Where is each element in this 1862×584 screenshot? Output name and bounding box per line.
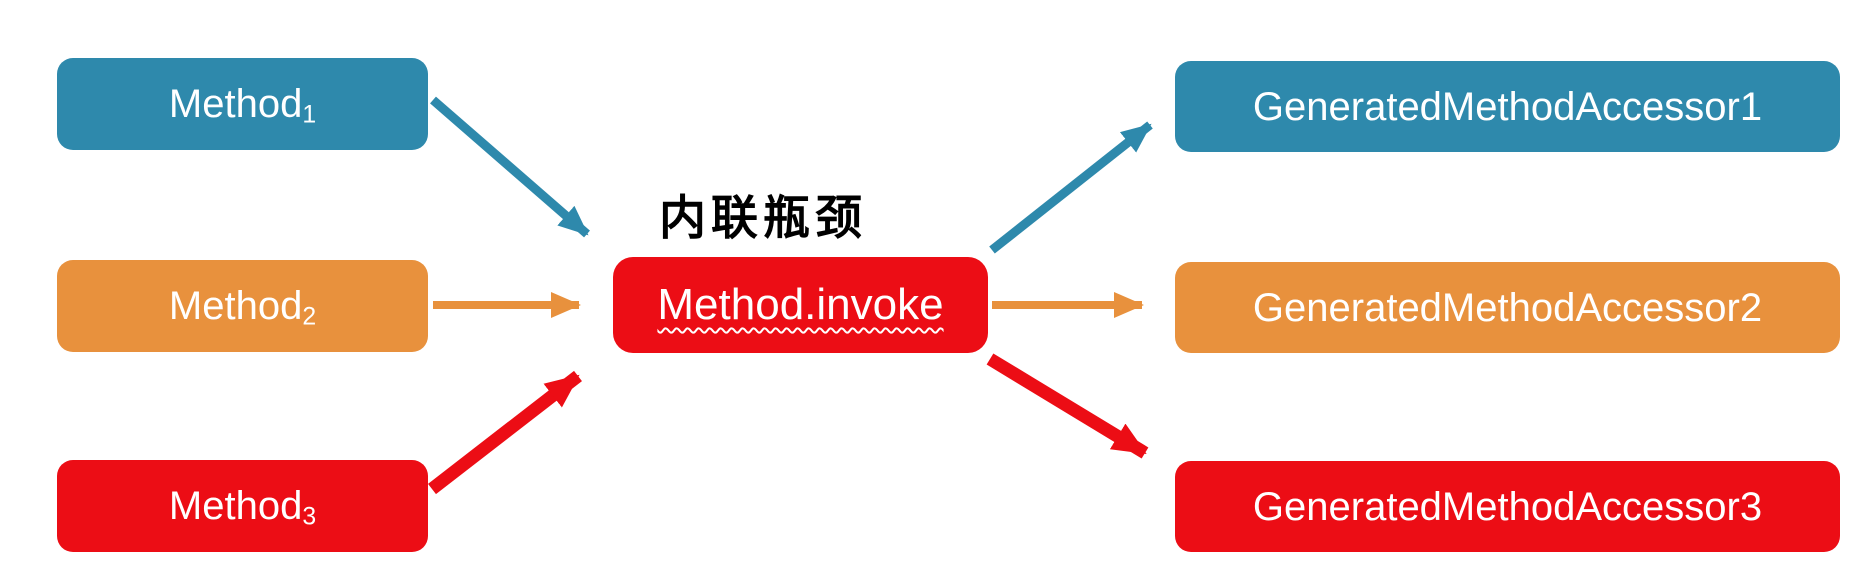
node-label: GeneratedMethodAccessor2 xyxy=(1252,285,1763,330)
arrow-invoke-to-accessor1 xyxy=(989,121,1153,254)
node-label-subscript: 3 xyxy=(302,503,317,531)
node-label: Method1 xyxy=(168,82,317,129)
node-method-invoke: Method.invoke xyxy=(613,257,988,353)
node-label: Method2 xyxy=(168,284,317,331)
node-label-subscript: 2 xyxy=(302,303,317,331)
node-generated-method-accessor-3: GeneratedMethodAccessor3 xyxy=(1175,461,1840,552)
node-generated-method-accessor-2: GeneratedMethodAccessor2 xyxy=(1175,262,1840,353)
bottleneck-title: 内联瓶颈 xyxy=(659,190,867,244)
node-generated-method-accessor-1: GeneratedMethodAccessor1 xyxy=(1175,61,1840,152)
node-label-subscript: 1 xyxy=(302,101,317,129)
node-label: GeneratedMethodAccessor3 xyxy=(1252,484,1763,529)
arrow-method3-to-invoke xyxy=(428,370,582,495)
node-label: GeneratedMethodAccessor1 xyxy=(1252,84,1763,129)
node-method-1: Method1 xyxy=(57,58,428,150)
arrow-invoke-to-accessor3 xyxy=(986,353,1149,459)
node-method-2: Method2 xyxy=(57,260,428,352)
node-label: Method.invoke xyxy=(657,280,944,329)
node-label: Method3 xyxy=(168,484,317,531)
node-method-3: Method3 xyxy=(57,460,428,552)
